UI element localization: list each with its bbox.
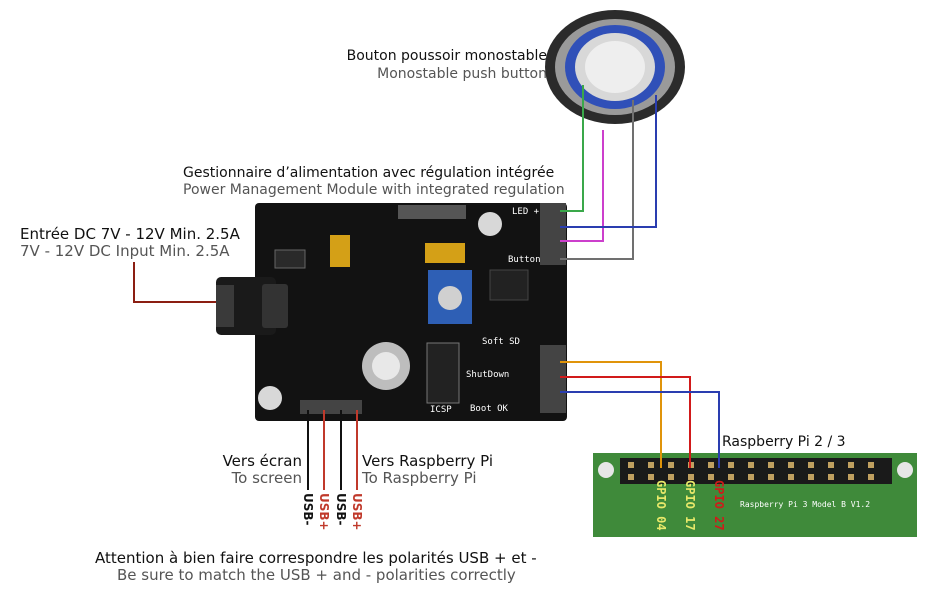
screen-usb-plus-label: USB+ bbox=[317, 493, 331, 531]
module-title-en: Power Management Module with integrated … bbox=[183, 182, 565, 198]
pin-led-label: LED + bbox=[512, 207, 540, 217]
pin-shutdown-label: ShutDown bbox=[466, 370, 510, 380]
gpio-17-label: GPIO 17 bbox=[683, 480, 697, 531]
dc-jack bbox=[216, 277, 288, 335]
raspberry-title: Raspberry Pi 2 / 3 bbox=[722, 434, 846, 450]
button-title-fr: Bouton poussoir monostable bbox=[346, 48, 547, 64]
warning-en: Be sure to match the USB + and - polarit… bbox=[117, 566, 516, 584]
gpio-04-label: GPIO 04 bbox=[654, 480, 668, 531]
screen-title-en: To screen bbox=[231, 469, 302, 487]
gpio-27-label: GPIO 27 bbox=[712, 480, 726, 531]
rpi-board-text: Raspberry Pi 3 Model B V1.2 bbox=[740, 500, 871, 509]
screen-usb-minus-label: USB- bbox=[301, 493, 315, 526]
button-wires bbox=[560, 85, 657, 260]
rpi-out-title-fr: Vers Raspberry Pi bbox=[362, 452, 494, 470]
power-module-pcb bbox=[255, 203, 567, 421]
screen-title-fr: Vers écran bbox=[222, 452, 302, 470]
raspberry-pi-board bbox=[593, 453, 917, 537]
dc-input-title-en: 7V - 12V DC Input Min. 2.5A bbox=[20, 242, 230, 260]
warning-fr: Attention à bien faire correspondre les … bbox=[95, 549, 537, 567]
pin-button-label: Button bbox=[508, 255, 541, 265]
dc-input-wire bbox=[133, 262, 216, 303]
dc-input-title-fr: Entrée DC 7V - 12V Min. 2.5A bbox=[20, 225, 240, 243]
gpio-wires bbox=[560, 361, 720, 468]
button-title-en: Monostable push button bbox=[377, 66, 547, 82]
pin-icsp-label: ICSP bbox=[430, 405, 452, 415]
module-title-fr: Gestionnaire d’alimentation avec régulat… bbox=[183, 165, 555, 181]
rpi-usb-plus-label: USB+ bbox=[350, 493, 364, 531]
push-button-image bbox=[545, 10, 685, 124]
pin-softsd-label: Soft SD bbox=[482, 337, 520, 347]
pin-bootok-label: Boot OK bbox=[470, 404, 508, 414]
rpi-usb-minus-label: USB- bbox=[334, 493, 348, 526]
usb-wires bbox=[307, 410, 358, 490]
rpi-out-title-en: To Raspberry Pi bbox=[362, 469, 477, 487]
